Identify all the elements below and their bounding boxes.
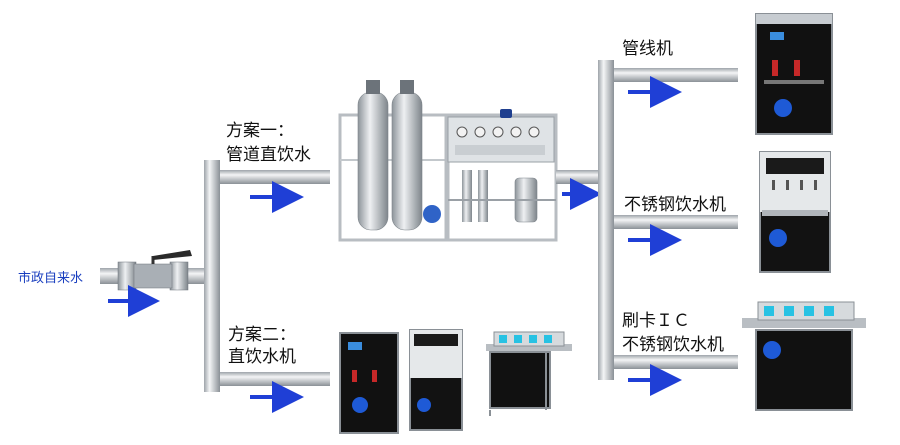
pipeline-dispenser bbox=[755, 13, 833, 135]
stainless-branch-pipe bbox=[614, 215, 738, 229]
card-machine-label-line1: 刷卡ＩＣ bbox=[622, 311, 690, 331]
plan1-title: 方案一： bbox=[226, 121, 294, 141]
card-machine-label-line2: 不锈钢饮水机 bbox=[622, 335, 724, 355]
ro-treatment-system bbox=[338, 80, 558, 242]
card-dispenser bbox=[742, 301, 866, 411]
plan1-branch-pipe bbox=[220, 170, 330, 184]
plan1-subtitle: 管道直饮水 bbox=[226, 145, 311, 165]
pipeline-branch-pipe bbox=[614, 68, 738, 82]
plan2-title: 方案二： bbox=[228, 325, 296, 345]
card-branch-pipe bbox=[614, 355, 738, 369]
stainless-machine-label: 不锈钢饮水机 bbox=[624, 195, 726, 215]
plan2-dispenser-b bbox=[409, 329, 463, 431]
left-riser-pipe bbox=[204, 160, 220, 392]
inlet-pipe bbox=[100, 250, 215, 291]
plan2-branch-pipe bbox=[220, 372, 330, 386]
plan2-subtitle: 直饮水机 bbox=[228, 347, 296, 367]
pipeline-machine-label: 管线机 bbox=[622, 39, 673, 59]
plan2-dispenser-c bbox=[486, 331, 572, 416]
right-riser-pipe bbox=[598, 60, 614, 380]
inlet-label: 市政自来水 bbox=[18, 271, 84, 286]
plan2-dispenser-a bbox=[339, 332, 399, 434]
stainless-dispenser bbox=[759, 151, 831, 273]
